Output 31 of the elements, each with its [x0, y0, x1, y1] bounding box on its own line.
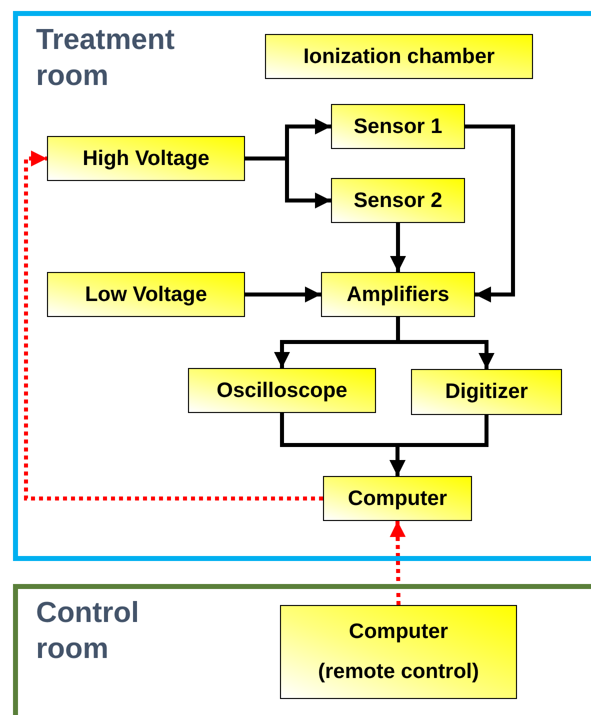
- node-label: Sensor 2: [354, 188, 442, 212]
- component-box: [47, 136, 245, 181]
- node-label: (remote control): [318, 660, 479, 684]
- component-box: [411, 369, 562, 415]
- node-label: Ionization chamber: [303, 44, 495, 68]
- component-box: [321, 272, 475, 317]
- component-box: [331, 104, 465, 149]
- room-frame: [13, 584, 591, 715]
- signal-arrow: [390, 223, 406, 272]
- room-title: Treatment room: [36, 23, 176, 94]
- node-label: Digitizer: [445, 380, 528, 404]
- signal-arrow: [390, 415, 488, 476]
- component-box: [47, 272, 245, 317]
- component-box: [331, 178, 465, 223]
- control-arrow: [24, 150, 323, 500]
- node-label: Oscilloscope: [216, 378, 348, 402]
- room-frame: [13, 11, 591, 561]
- signal-arrow: [245, 286, 321, 302]
- room-title: Control room: [36, 596, 140, 667]
- component-box: [323, 476, 472, 521]
- node-label: High Voltage: [82, 146, 210, 170]
- control-arrow: [390, 520, 406, 606]
- node-label: Amplifiers: [346, 282, 450, 306]
- component-box: [188, 368, 376, 413]
- signal-arrow: [465, 124, 515, 302]
- component-box: [280, 605, 517, 699]
- node-label: Computer: [348, 486, 448, 510]
- node-label: Sensor 1: [354, 114, 442, 138]
- node-label: Computer: [348, 620, 448, 644]
- component-box: [265, 34, 533, 79]
- node-label: Low Voltage: [84, 282, 208, 306]
